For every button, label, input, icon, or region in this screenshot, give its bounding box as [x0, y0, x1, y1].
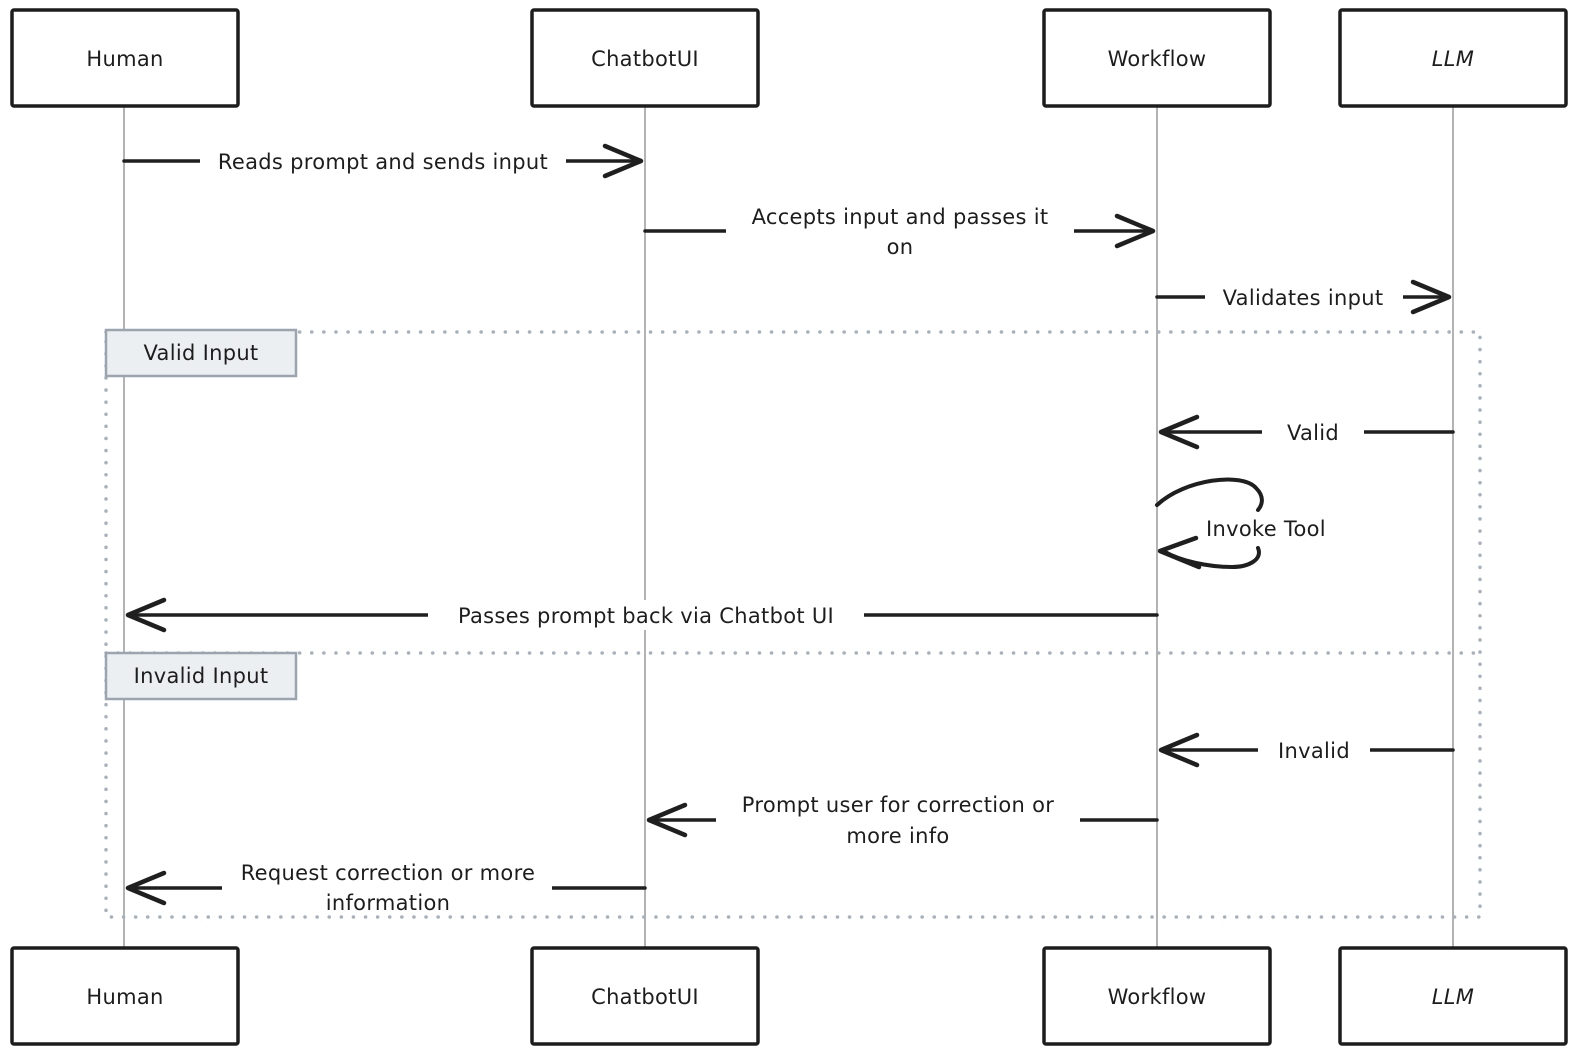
arrowhead-right-icon: [1410, 279, 1452, 315]
message-reads-prompt: Reads prompt and sends input: [122, 143, 644, 179]
arrowhead-right-icon: [1114, 213, 1156, 249]
message-label-bg: [716, 790, 1080, 850]
message-invalid: Invalid: [1158, 732, 1455, 768]
arrowhead-left-icon: [1158, 414, 1200, 450]
actor-label: ChatbotUI: [591, 985, 699, 1009]
arrowhead-left-icon: [125, 597, 167, 633]
message-label-bg: [222, 860, 552, 912]
actor-top-human: Human: [10, 8, 240, 108]
self-loop-top-arc: [1155, 477, 1264, 512]
actor-top-llm: LLM: [1338, 8, 1568, 108]
message-label-bg: [428, 600, 864, 630]
actor-box: [10, 8, 240, 108]
alt-label-box: [104, 651, 298, 701]
message-label: Invoke Tool: [1206, 517, 1326, 541]
message-label-bg: [1258, 735, 1370, 765]
alt-label-text: Valid Input: [144, 341, 259, 365]
actor-label: Human: [86, 47, 163, 71]
actor-box: [530, 8, 760, 108]
actor-label: Human: [86, 985, 163, 1009]
actor-label: LLM: [1432, 985, 1474, 1009]
actor-box: [1042, 946, 1272, 1046]
message-label: Invalid: [1278, 739, 1350, 763]
alt-label-invalid-input: Invalid Input: [104, 651, 298, 701]
message-label: Valid: [1287, 421, 1339, 445]
message-label: Reads prompt and sends input: [218, 150, 548, 174]
message-label: Validates input: [1223, 286, 1384, 310]
message-label-bg: [1262, 417, 1364, 447]
arrowhead-left-icon: [1158, 732, 1200, 768]
alt-label-valid-input: Valid Input: [104, 328, 298, 378]
actor-box: [1338, 946, 1568, 1046]
arrowhead-left-icon: [125, 870, 167, 906]
actor-box: [1338, 8, 1568, 108]
arrowhead-left-icon: [646, 802, 688, 838]
arrowhead-right-icon: [602, 143, 644, 179]
message-invoke-tool: Invoke Tool: [1155, 477, 1326, 570]
arrowhead-left-icon: [1157, 535, 1202, 570]
actor-box: [10, 946, 240, 1046]
message-validates-input: Validates input: [1155, 279, 1452, 315]
actor-label: Workflow: [1108, 985, 1207, 1009]
alt-label-box: [104, 328, 298, 378]
actor-label: Workflow: [1108, 47, 1207, 71]
message-passes-prompt-back: Passes prompt back via Chatbot UI: [125, 597, 1159, 633]
actor-label: LLM: [1432, 47, 1474, 71]
message-label: Passes prompt back via Chatbot UI: [458, 604, 834, 628]
actor-top-chatbotui: ChatbotUI: [530, 8, 760, 108]
actor-bottom-llm: LLM: [1338, 946, 1568, 1046]
actor-box: [530, 946, 760, 1046]
message-label-bg: [726, 202, 1074, 260]
actor-box: [1042, 8, 1272, 108]
alt-label-text: Invalid Input: [134, 664, 269, 688]
message-label-bg: [1205, 282, 1403, 312]
actor-label: ChatbotUI: [591, 47, 699, 71]
actor-bottom-workflow: Workflow: [1042, 946, 1272, 1046]
message-label-bg: [200, 146, 566, 176]
actor-bottom-human: Human: [10, 946, 240, 1046]
message-valid: Valid: [1158, 414, 1455, 450]
actor-bottom-chatbotui: ChatbotUI: [530, 946, 760, 1046]
actor-top-workflow: Workflow: [1042, 8, 1272, 108]
